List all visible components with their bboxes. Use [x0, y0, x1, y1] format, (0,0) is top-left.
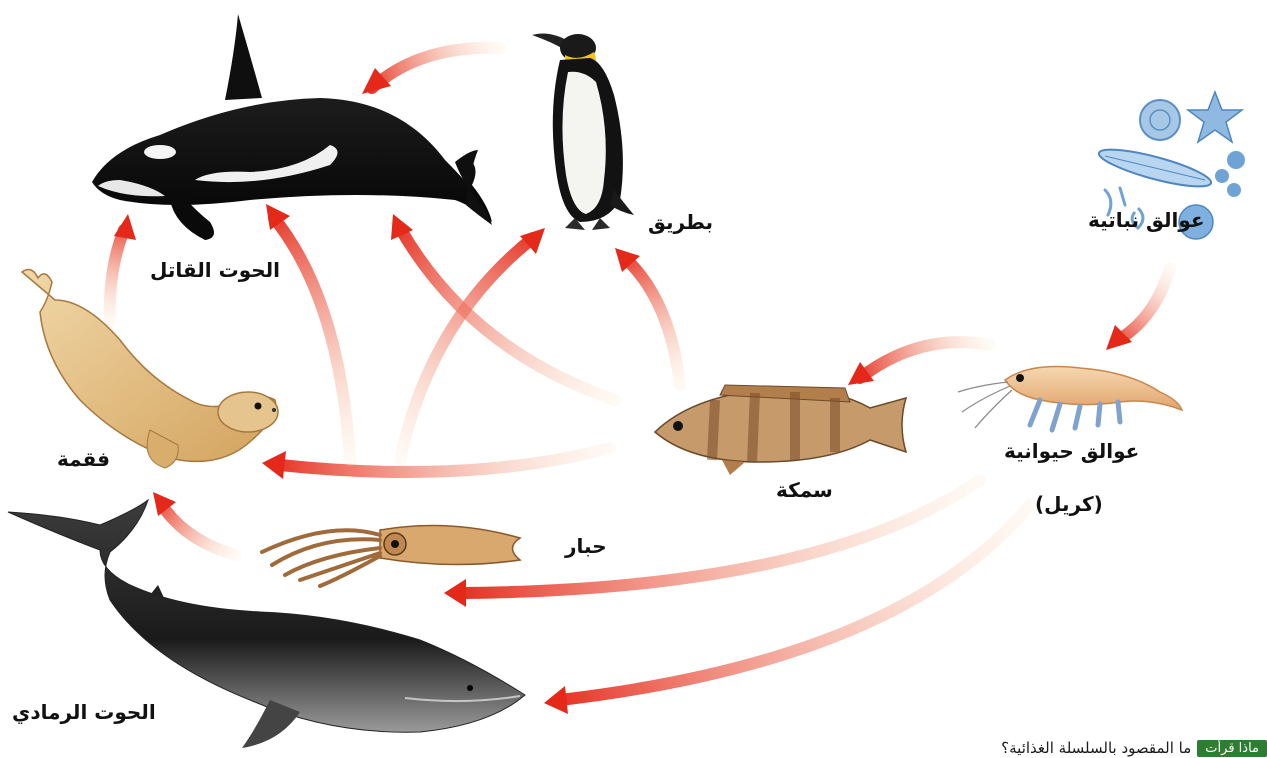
arrow-fish-to-killer-whale-cross [266, 204, 350, 460]
label-fish: سمكة [776, 480, 833, 500]
seal-illustration [22, 270, 278, 468]
arrow-zooplankton-to-fish [848, 342, 990, 385]
arrow-zooplankton-to-squid [444, 480, 980, 607]
arrow-phytoplankton-to-zooplankton [1106, 268, 1170, 350]
arrow-penguin-to-killer-whale [362, 48, 500, 94]
reading-check-question: ما المقصود بالسلسلة الغذائية؟ [1001, 739, 1191, 757]
krill-illustration [958, 367, 1182, 431]
label-squid: حبار [565, 536, 607, 556]
squid-illustration [262, 526, 520, 587]
fish-illustration [655, 385, 906, 475]
label-krill: (كريل) [1035, 494, 1103, 514]
label-gray-whale: الحوت الرمادي [12, 702, 156, 722]
arrow-zooplankton-to-gray-whale [544, 505, 1030, 714]
arrow-fish-to-seal [262, 448, 610, 479]
killer-whale-illustration [92, 14, 492, 240]
label-killer-whale: الحوت القاتل [150, 260, 280, 280]
reading-check-badge: ماذا قرأت [1197, 740, 1267, 757]
arrow-seal-to-killer-whale [110, 214, 136, 322]
reading-check-caption: ماذا قرأت ما المقصود بالسلسلة الغذائية؟ [810, 738, 1267, 758]
label-phytoplankton: عوالق نباتية [1088, 210, 1205, 230]
label-zooplankton: عوالق حيوانية [1004, 441, 1139, 461]
arrow-squid-to-seal [153, 492, 235, 555]
label-seal: فقمة [57, 449, 110, 469]
penguin-illustration [532, 34, 634, 230]
arrow-fish-to-penguin [615, 248, 680, 385]
label-penguin: بطريق [648, 212, 713, 232]
